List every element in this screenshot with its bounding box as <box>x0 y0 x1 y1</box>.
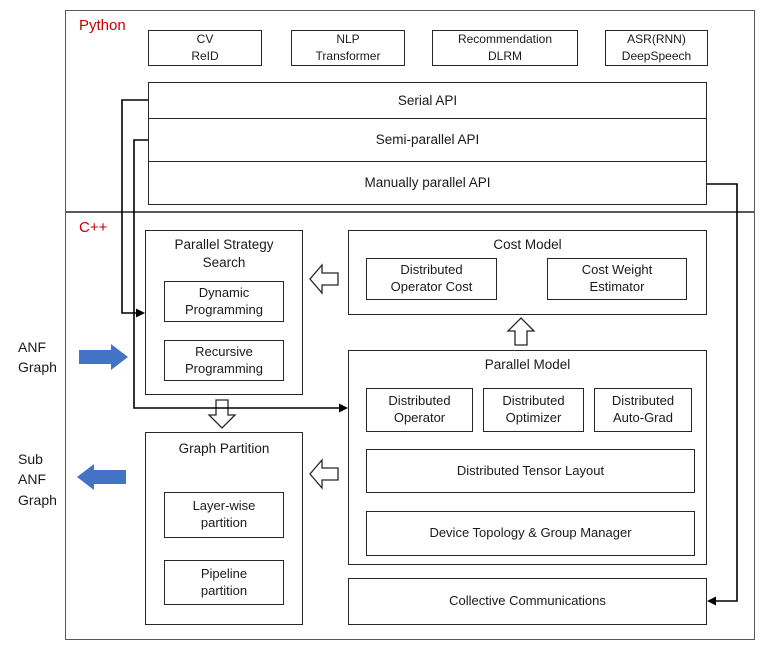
api-box-manually-parallel: Manually parallel API <box>148 161 707 205</box>
recursive-programming-box: Recursive Programming <box>164 340 284 381</box>
distributed-tensor-layout-box: Distributed Tensor Layout <box>366 449 695 493</box>
distributed-operator-cost-box: Distributed Operator Cost <box>366 258 497 300</box>
pipeline-partition-box: Pipeline partition <box>164 560 284 605</box>
distributed-auto-grad-box: Distributed Auto-Grad <box>594 388 692 432</box>
app-box-recommendation-dlrm: Recommendation DLRM <box>432 30 578 66</box>
python-section-label: Python <box>79 17 126 34</box>
parallel-model-title: Parallel Model <box>484 357 571 372</box>
distributed-optimizer-box: Distributed Optimizer <box>483 388 584 432</box>
cost-weight-estimator-box: Cost Weight Estimator <box>547 258 687 300</box>
app-box-cv-reid: CV ReID <box>148 30 262 66</box>
anf-graph-label: ANF Graph <box>18 339 57 376</box>
parallel-strategy-search-title: Parallel Strategy Search <box>174 237 274 270</box>
device-topology-group-manager-box: Device Topology & Group Manager <box>366 511 695 556</box>
collective-communications-box: Collective Communications <box>348 578 707 625</box>
distributed-operator-box: Distributed Operator <box>366 388 473 432</box>
api-box-semi-parallel: Semi-parallel API <box>148 118 707 162</box>
graph-partition-title: Graph Partition <box>178 441 270 456</box>
layer-wise-partition-box: Layer-wise partition <box>164 492 284 538</box>
api-box-serial: Serial API <box>148 82 707 119</box>
app-box-nlp-transformer: NLP Transformer <box>291 30 405 66</box>
dynamic-programming-box: Dynamic Programming <box>164 281 284 322</box>
sub-anf-graph-label: Sub ANF Graph <box>18 451 57 508</box>
app-box-asr-deepspeech: ASR(RNN) DeepSpeech <box>605 30 708 66</box>
cost-model-title: Cost Model <box>493 237 562 252</box>
cpp-section-label: C++ <box>79 219 108 236</box>
